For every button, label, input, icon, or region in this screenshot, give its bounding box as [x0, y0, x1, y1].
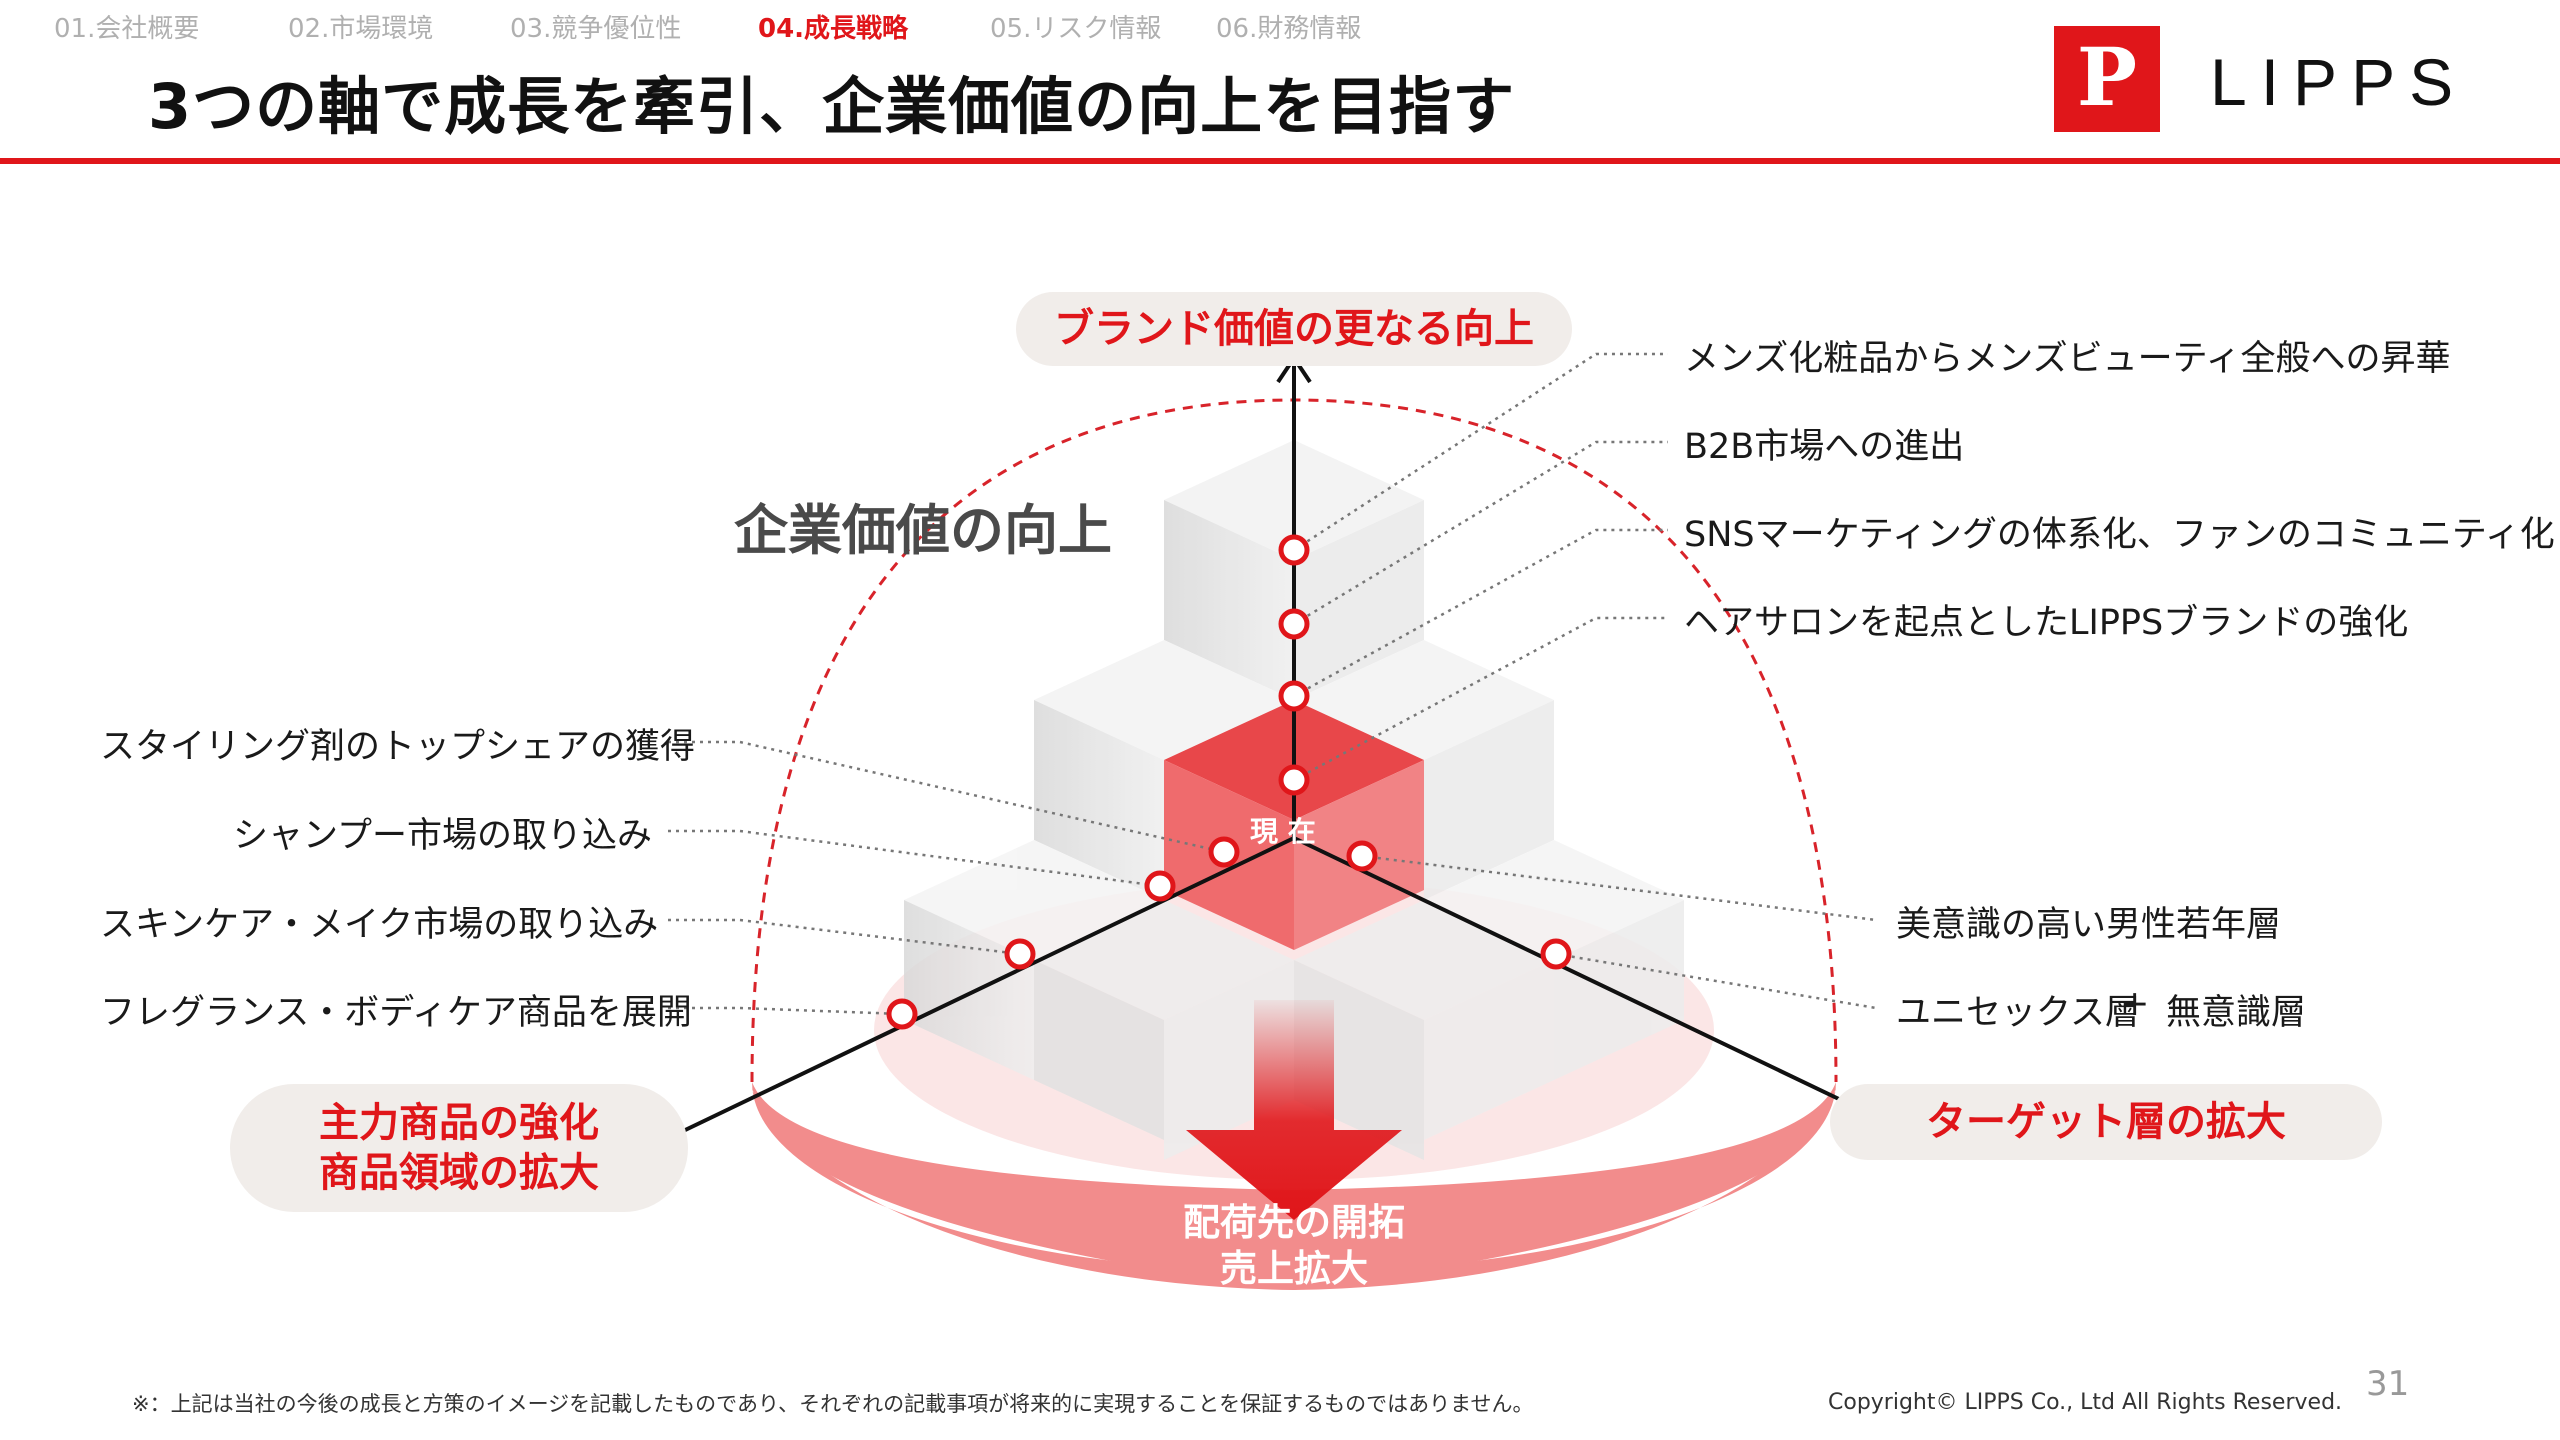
- copyright: Copyright© LIPPS Co., Ltd All Rights Res…: [1828, 1390, 2343, 1415]
- dome-base-fill: [752, 1082, 1836, 1290]
- axis-bottom-label: 配荷先の開拓 売上拡大: [1094, 1200, 1494, 1292]
- tab-company-overview[interactable]: 01.会社概要: [54, 14, 200, 44]
- left-item-label: スキンケア・メイク市場の取り込み: [100, 905, 659, 945]
- left-item-label: スタイリング剤のトップシェアの獲得: [100, 727, 696, 767]
- logo-mark: P: [2054, 26, 2160, 132]
- downward-arrow: [1186, 1000, 1402, 1220]
- header-divider: [0, 158, 2560, 164]
- top-item-label: メンズ化粧品からメンズビューティ全般への昇華: [1684, 339, 2451, 379]
- axes: [649, 354, 1874, 1150]
- plus-sign: +: [2120, 984, 2150, 1024]
- axis-left-label-line1: 主力商品の強化: [319, 1100, 599, 1146]
- logo-text: LIPPS: [2210, 45, 2468, 119]
- top-item-label: ヘアサロンを起点としたLIPPSブランドの強化: [1684, 603, 2409, 643]
- axis-bottom-label-line1: 配荷先の開拓: [1183, 1201, 1405, 1244]
- tab-competitive-advantage[interactable]: 03.競争優位性: [510, 14, 682, 44]
- top-leader-lines: [1293, 352, 1668, 782]
- tab-market-environment[interactable]: 02.市場環境: [288, 14, 434, 44]
- right-leader-lines: [1361, 854, 1877, 1010]
- axis-markers: [886, 534, 1572, 1030]
- right-item-label: 美意識の高い男性若年層: [1896, 905, 2282, 945]
- left-item-label: フレグランス・ボディケア商品を展開: [100, 993, 692, 1033]
- center-label: 企業価値の向上: [734, 499, 1112, 562]
- axis-right-label: ターゲット層の拡大: [1830, 1084, 2382, 1160]
- right-item-label: ユニセックス層: [1896, 993, 2140, 1033]
- axis-top-label: ブランド価値の更なる向上: [1016, 292, 1572, 366]
- logo-mark-letter: P: [2076, 30, 2138, 124]
- tab-financial-info[interactable]: 06.財務情報: [1216, 14, 1362, 44]
- axis-left-label-line2: 商品領域の拡大: [319, 1150, 599, 1196]
- tab-growth-strategy[interactable]: 04.成長戦略: [758, 14, 909, 44]
- page-number: 31: [2366, 1364, 2410, 1404]
- top-item-label: SNSマーケティングの体系化、ファンのコミュニティ化: [1684, 515, 2555, 555]
- top-item-label: B2B市場への進出: [1684, 427, 1965, 467]
- page-title: 3つの軸で成長を牽引、企業価値の向上を目指す: [148, 70, 1516, 143]
- right-item-label: 無意識層: [2166, 993, 2307, 1033]
- axis-left-label: 主力商品の強化 商品領域の拡大: [230, 1084, 688, 1212]
- current-label: 現 在: [1250, 815, 1316, 848]
- axis-bottom-label-line2: 売上拡大: [1220, 1247, 1368, 1290]
- tab-risk-info[interactable]: 05.リスク情報: [990, 14, 1162, 44]
- left-item-label: シャンプー市場の取り込み: [233, 816, 652, 856]
- left-leader-lines: [668, 740, 1225, 1016]
- disclaimer-note: ※：上記は当社の今後の成長と方策のイメージを記載したものであり、それぞれの記載事…: [132, 1392, 1534, 1416]
